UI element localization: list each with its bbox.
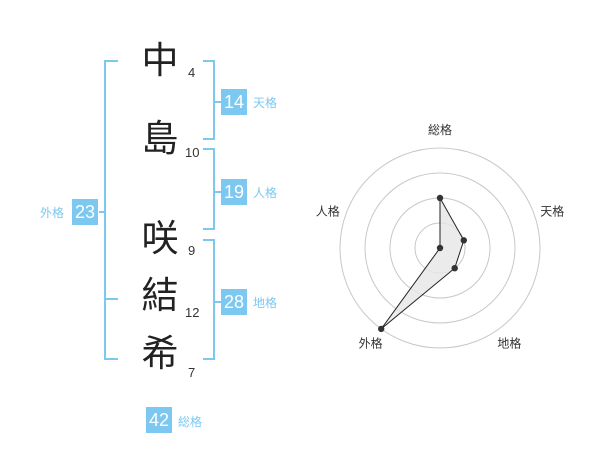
name-char-2: 島 (141, 117, 179, 160)
gaikaku-value-badge: 23 (72, 199, 98, 225)
radar-axis-label-2: 天格 (540, 204, 564, 219)
chikaku-bracket-bottom (203, 358, 215, 360)
tenkaku-bracket-bottom (203, 138, 215, 140)
jinkaku-connector (213, 191, 221, 193)
radar-ring-4 (339, 147, 541, 349)
gaikaku-connector (99, 211, 106, 213)
gaikaku-bracket-mid (104, 298, 118, 300)
jinkaku-bracket-top (203, 148, 215, 150)
soukaku-label: 総格 (178, 415, 203, 429)
gaikaku-label: 外格 (40, 206, 65, 220)
stroke-count-2: 10 (185, 145, 200, 160)
radar-axis-label-4: 外格 (359, 336, 383, 351)
chikaku-connector (213, 301, 221, 303)
gaikaku-bracket-bottom (104, 358, 118, 360)
tenkaku-bracket-top (203, 60, 215, 62)
radar-point-4 (378, 325, 385, 333)
chikaku-label: 地格 (253, 296, 278, 310)
radar-data-polygon (380, 196, 465, 330)
radar-point-2 (460, 237, 467, 244)
name-char-5: 希 (141, 332, 179, 375)
jinkaku-label: 人格 (253, 186, 278, 200)
chikaku-bracket-top (203, 239, 215, 241)
tenkaku-value-badge: 14 (221, 89, 247, 115)
chikaku-value-badge: 28 (221, 289, 247, 315)
radar-point-1 (436, 194, 444, 202)
chikaku-bracket-vertical (213, 239, 215, 360)
radar-point-3 (451, 265, 458, 272)
name-char-3: 咲 (141, 217, 179, 260)
radar-axis-label-5: 人格 (316, 204, 340, 219)
stroke-count-5: 7 (188, 365, 196, 380)
jinkaku-value-badge: 19 (221, 179, 247, 205)
radar-ring-3 (364, 172, 516, 324)
name-char-4: 結 (141, 274, 179, 317)
stroke-count-3: 9 (188, 243, 196, 258)
radar-axis-label-1: 総格 (428, 122, 452, 137)
jinkaku-bracket-bottom (203, 228, 215, 230)
name-char-1: 中 (141, 39, 179, 82)
jinkaku-bracket-vertical (213, 148, 215, 230)
soukaku-value-badge: 42 (146, 407, 172, 433)
stroke-count-4: 12 (185, 305, 200, 320)
gaikaku-bracket-vertical (104, 60, 106, 360)
tenkaku-connector (213, 101, 221, 103)
radar-point-5 (436, 244, 444, 252)
stroke-count-1: 4 (188, 65, 196, 80)
tenkaku-bracket-vertical (213, 60, 215, 140)
tenkaku-label: 天格 (253, 96, 278, 110)
gaikaku-bracket-top (104, 60, 118, 62)
radar-axis-label-3: 地格 (497, 336, 521, 351)
